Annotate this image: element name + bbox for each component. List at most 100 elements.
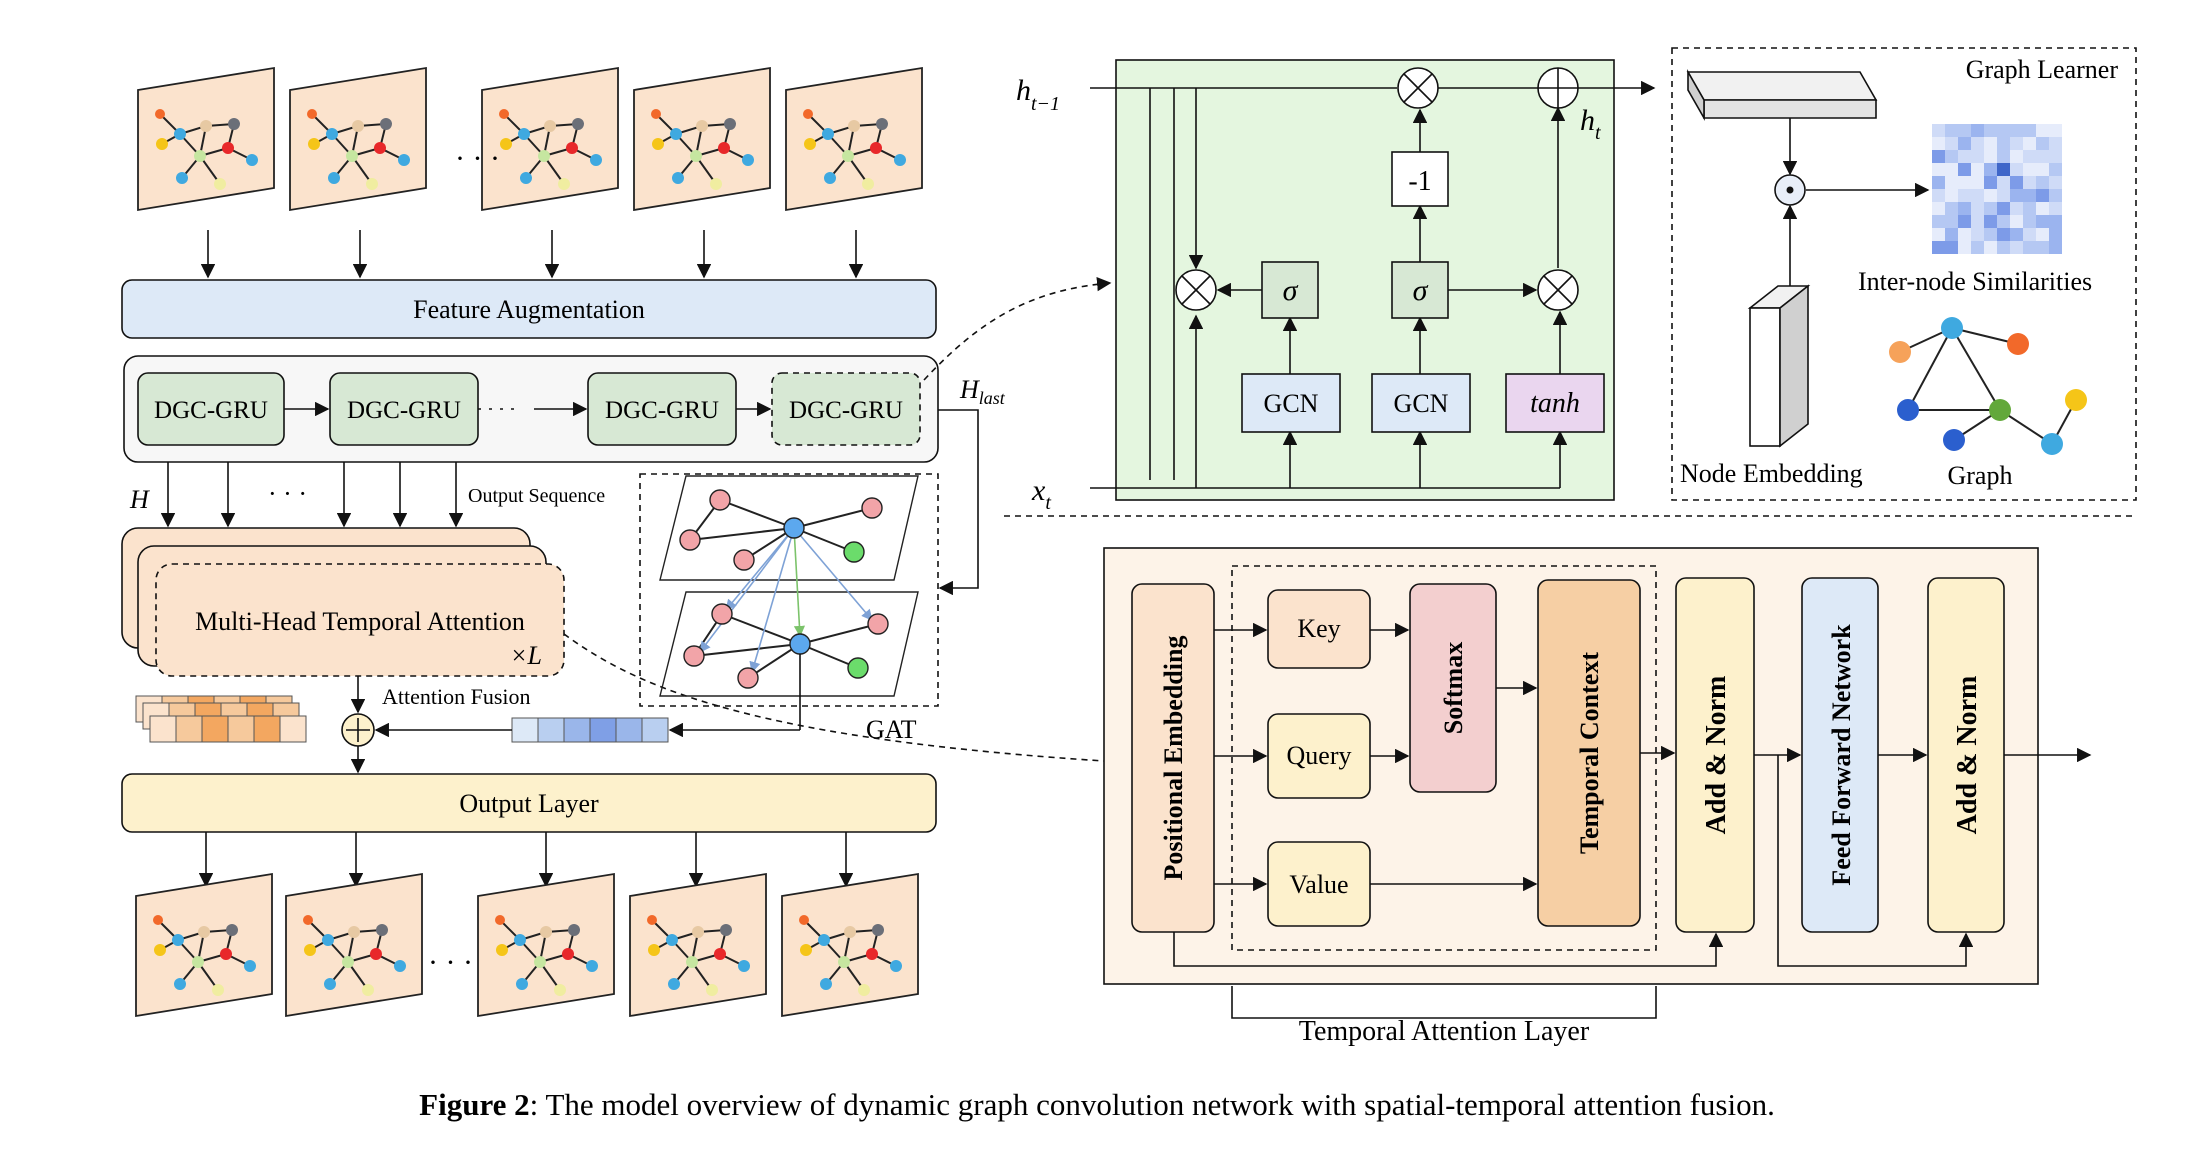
heatmap-cell — [1997, 137, 2010, 150]
minus-one-label: -1 — [1408, 166, 1431, 197]
heatmap-cell — [2023, 163, 2036, 176]
similarity-label: Inter-node Similarities — [1858, 267, 2092, 296]
heatmap-cell — [2010, 176, 2023, 189]
heatmap-cell — [2036, 228, 2049, 241]
heatmap-cell — [1971, 150, 1984, 163]
heatmap-cell — [1958, 215, 1971, 228]
heatmap-cell — [1984, 228, 1997, 241]
heatmap-cell — [1971, 163, 1984, 176]
input-arrows — [200, 230, 864, 279]
input-graph-card — [138, 68, 274, 210]
zoom-to-gru-dashed-arrow — [923, 276, 1112, 381]
heatmap-cell — [2036, 163, 2049, 176]
heatmap-cell — [2036, 189, 2049, 202]
spatial-embedding — [511, 717, 669, 743]
heatmap-cell — [2049, 150, 2062, 163]
gcn-box — [1371, 373, 1471, 433]
node-embedding-label: Node Embedding — [1680, 459, 1863, 488]
heatmap-cell — [1971, 189, 1984, 202]
heatmap-cell — [1958, 241, 1971, 254]
temporal-attention-layer-label: Temporal Attention Layer — [1299, 1016, 1590, 1047]
heatmap-cell — [2023, 150, 2036, 163]
heatmap-cell — [1984, 189, 1997, 202]
heatmap-cell — [2010, 215, 2023, 228]
heatmap-cell — [2010, 150, 2023, 163]
heatmap-cell — [2036, 176, 2049, 189]
tanh-label: tanh — [1530, 388, 1580, 419]
output-sequence-label: Output Sequence — [468, 485, 605, 507]
heatmap-cell — [2010, 228, 2023, 241]
gcn-label: GCN — [1394, 389, 1449, 418]
heatmap-cell — [1997, 163, 2010, 176]
heatmap-cell — [1945, 163, 1958, 176]
heatmap-cell — [1958, 176, 1971, 189]
heatmap-cell — [2036, 215, 2049, 228]
h-prev-label: ht−1 — [1016, 74, 1060, 115]
heatmap-cell — [1997, 228, 2010, 241]
output-arrows — [198, 832, 854, 888]
mhta-layer-front — [155, 563, 565, 677]
graph-learner-title: Graph Learner — [1966, 55, 2119, 84]
h-last-arrow — [938, 409, 979, 596]
feature-augmentation-box — [121, 279, 937, 339]
heatmap-cell — [2023, 215, 2036, 228]
sigma-box — [1391, 261, 1449, 319]
heatmap-cell — [1932, 137, 1945, 150]
temporal-context-label: Temporal Context — [1575, 652, 1604, 854]
heatmap-cell — [1945, 150, 1958, 163]
mhta-label: Multi-Head Temporal Attention — [195, 607, 525, 636]
dgc-gru-label: DGC-GRU — [605, 397, 719, 424]
layer-bracket — [1231, 986, 1657, 1019]
add-norm-label: Add & Norm — [1952, 676, 1983, 835]
heatmap-cell — [2010, 241, 2023, 254]
output-graph-sequence: · · · — [136, 874, 918, 1016]
heatmap-cell — [1932, 189, 1945, 202]
heatmap-cell — [1997, 215, 2010, 228]
heatmap-cell — [1984, 215, 1997, 228]
heatmap-cell — [1945, 202, 1958, 215]
figure-caption: Figure 2: The model overview of dynamic … — [419, 1087, 1775, 1122]
graph-label: Graph — [1948, 461, 2013, 490]
gru-multiply-node — [1397, 67, 1439, 109]
heatmap-cell — [1997, 150, 2010, 163]
heatmap-cell — [2049, 163, 2062, 176]
dgc-gru-label: DGC-GRU — [789, 397, 903, 424]
heatmap-cell — [1932, 228, 1945, 241]
heatmap-cell — [1971, 124, 1984, 137]
heatmap-cell — [1958, 124, 1971, 137]
heatmap-cell — [2049, 228, 2062, 241]
heatmap-cell — [2036, 150, 2049, 163]
value-label: Value — [1289, 870, 1348, 899]
heatmap-cell — [1945, 137, 1958, 150]
heatmap-cell — [2023, 189, 2036, 202]
temporal-embedding-stack — [135, 695, 307, 743]
similarity-heatmap — [1932, 124, 2062, 254]
heatmap-cell — [1984, 176, 1997, 189]
heatmap-cell — [2023, 241, 2036, 254]
heatmap-cell — [2010, 163, 2023, 176]
heatmap-cell — [1971, 176, 1984, 189]
heatmap-cell — [1932, 163, 1945, 176]
positional-embedding-label: Positional Embedding — [1159, 636, 1188, 881]
node-embedding-vertical-block — [1747, 284, 1811, 448]
heatmap-cell — [2049, 202, 2062, 215]
zoom-to-attention-dashed-arrow — [563, 633, 1122, 769]
h-label: H — [129, 485, 150, 514]
gat-illustration — [659, 475, 919, 697]
dgc-gru-label: DGC-GRU — [347, 397, 461, 424]
graph-learner-box — [1671, 47, 2137, 501]
dot-product-symbol — [1786, 186, 1794, 194]
output-layer-box — [121, 773, 937, 833]
heatmap-cell — [2023, 137, 2036, 150]
heatmap-cell — [2023, 176, 2036, 189]
heatmap-cell — [2049, 124, 2062, 137]
attention-fusion-label: Attention Fusion — [382, 684, 531, 709]
heatmap-cell — [1932, 202, 1945, 215]
heatmap-cell — [2036, 124, 2049, 137]
attention-wiring — [1173, 622, 2092, 967]
heatmap-cell — [1958, 189, 1971, 202]
output-sequence-arrows — [160, 462, 464, 528]
heatmap-cell — [1945, 215, 1958, 228]
dgc-gru-cell-last — [771, 372, 921, 446]
output-graph-card — [478, 874, 614, 1016]
